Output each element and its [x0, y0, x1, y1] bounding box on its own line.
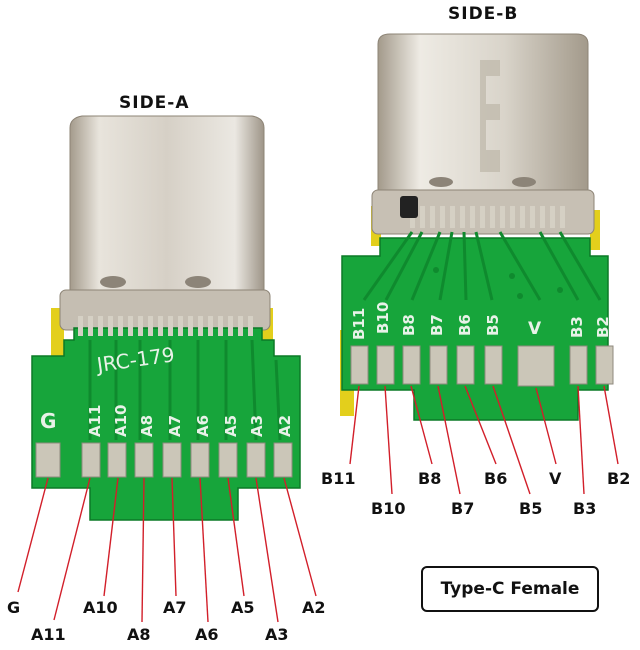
silk-b7: B7 — [428, 314, 446, 336]
side-b-title: SIDE-B — [448, 4, 519, 24]
silk-a8: A8 — [138, 415, 156, 437]
silk-a6: A6 — [194, 415, 212, 437]
label-b11: B11 — [321, 469, 356, 488]
label-v: V — [549, 469, 562, 488]
silk-b3: B3 — [568, 316, 586, 338]
silk-a7: A7 — [166, 415, 184, 437]
label-a11: A11 — [31, 625, 66, 644]
label-a3: A3 — [265, 625, 289, 644]
silk-b11: B11 — [350, 308, 368, 340]
label-a7: A7 — [163, 598, 187, 617]
side-a-title: SIDE-A — [119, 93, 190, 113]
label-b3: B3 — [573, 499, 597, 518]
silk-b8: B8 — [400, 314, 418, 336]
silk-a2: A2 — [276, 415, 294, 437]
side-b-leader-lines — [349, 385, 619, 495]
label-b5: B5 — [519, 499, 543, 518]
label-b2: B2 — [607, 469, 631, 488]
label-a8: A8 — [127, 625, 151, 644]
label-a5: A5 — [231, 598, 255, 617]
label-b6: B6 — [484, 469, 508, 488]
silk-a11: A11 — [86, 405, 104, 437]
label-a10: A10 — [83, 598, 118, 617]
label-b8: B8 — [418, 469, 442, 488]
label-b10: B10 — [371, 499, 406, 518]
label-a6: A6 — [195, 625, 219, 644]
silk-a10: A10 — [112, 405, 130, 437]
label-g: G — [7, 598, 21, 617]
side-a-leader-lines — [17, 477, 317, 623]
type-c-female-caption: Type-C Female — [421, 566, 599, 612]
label-a2: A2 — [302, 598, 326, 617]
side-a-ground-silk: G — [40, 409, 56, 433]
side-a-board: JRC-179 G A11 A10 A8 A7 A6 A5 A3 A2 — [31, 115, 301, 521]
silk-b2: B2 — [594, 316, 612, 338]
silk-b10: B10 — [374, 302, 392, 334]
silk-a5: A5 — [222, 415, 240, 437]
silk-v: V — [528, 319, 542, 339]
silk-b5: B5 — [484, 314, 502, 336]
label-b7: B7 — [451, 499, 475, 518]
silk-b6: B6 — [456, 314, 474, 336]
side-b-board: B11 B10 B8 B7 B6 B5 V B3 B2 — [340, 33, 614, 421]
silk-a3: A3 — [248, 415, 266, 437]
